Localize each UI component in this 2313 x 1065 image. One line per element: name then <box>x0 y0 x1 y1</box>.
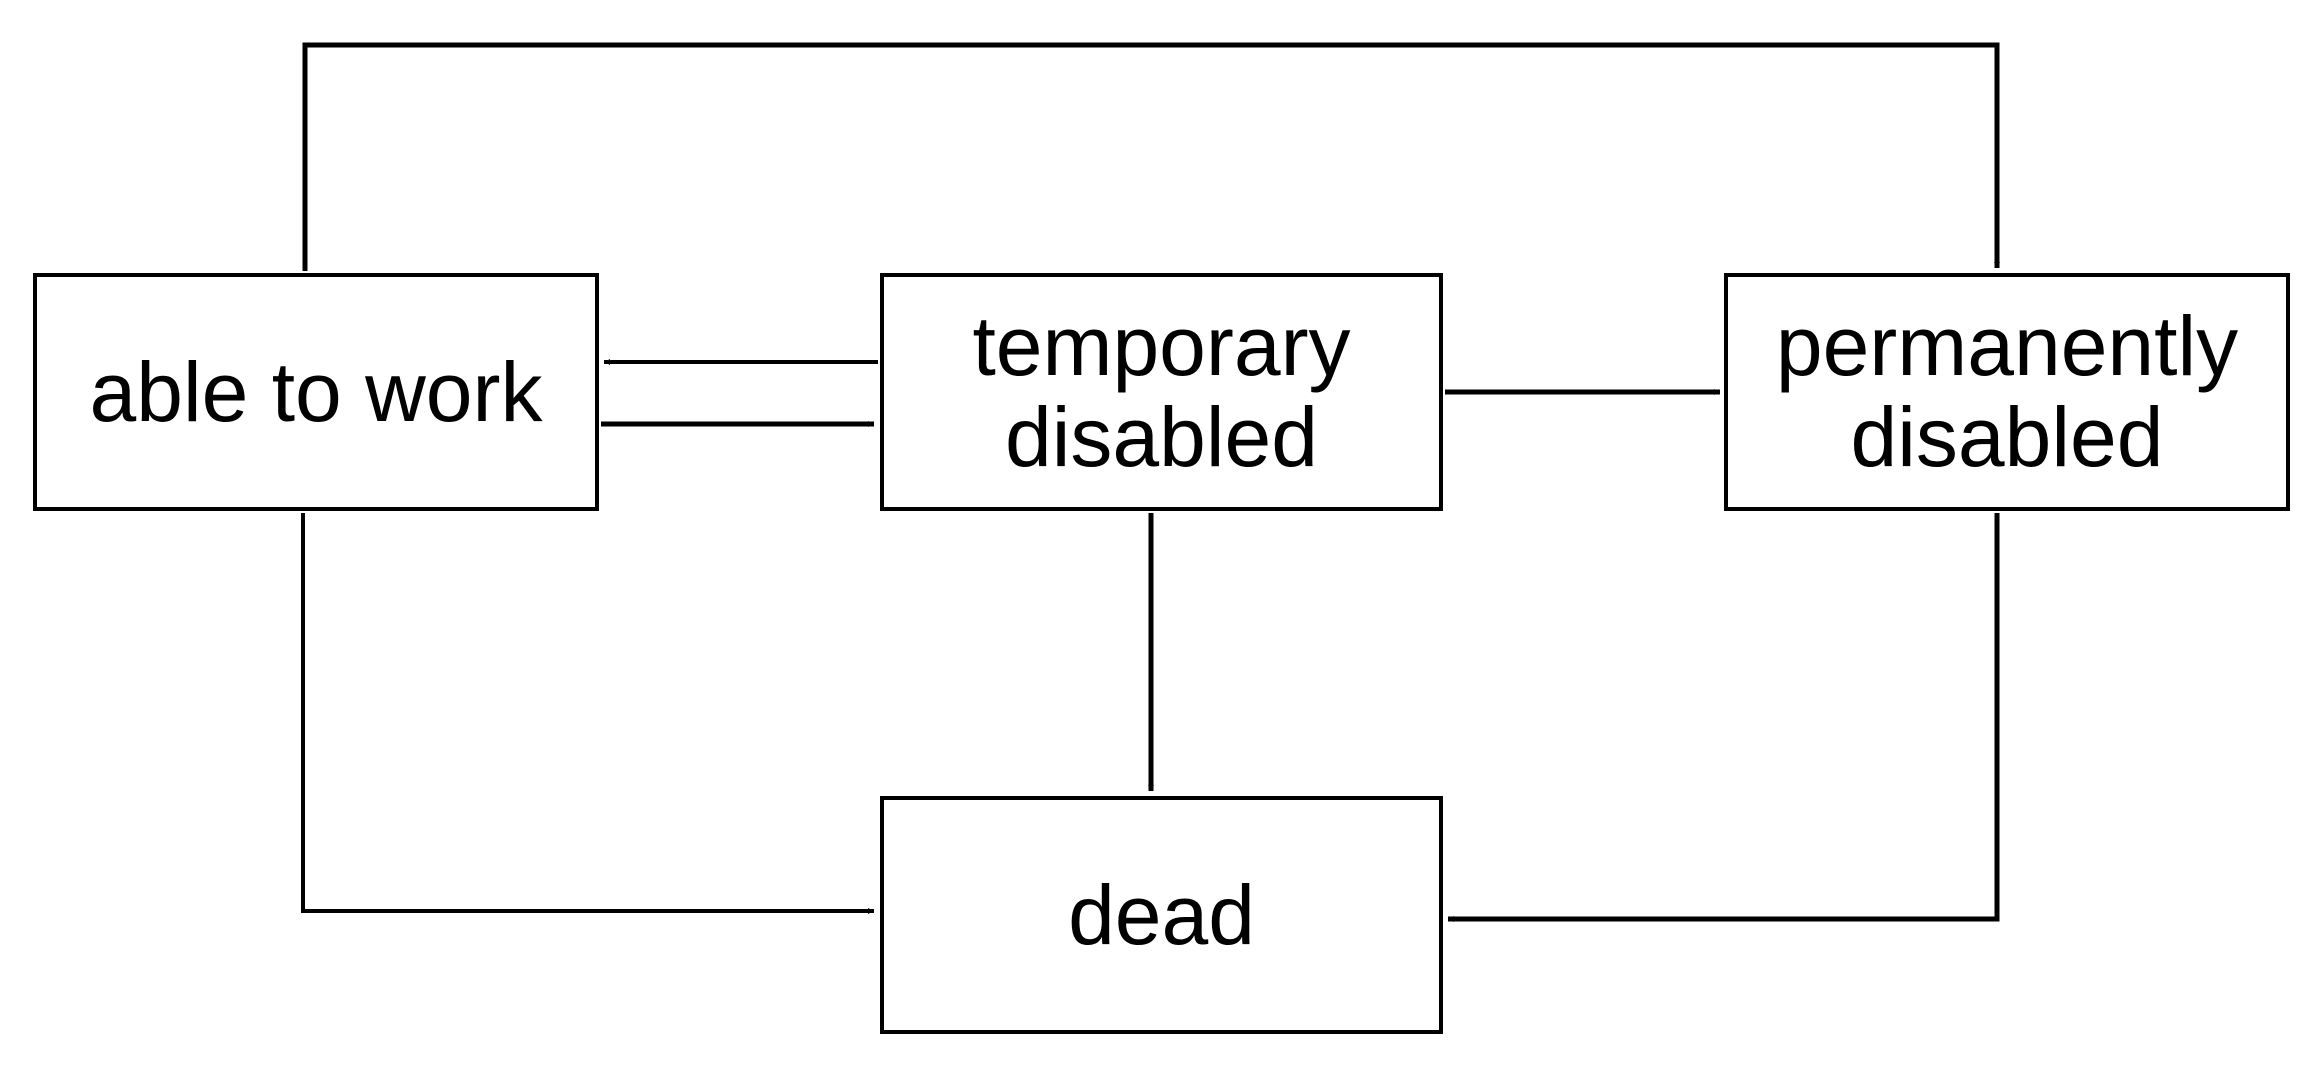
state-able-to-work: able to work <box>33 273 599 511</box>
state-permanently-disabled: permanently disabled <box>1724 273 2290 511</box>
state-dead: dead <box>880 796 1443 1034</box>
state-label: able to work <box>89 344 543 439</box>
state-label: permanently disabled <box>1775 299 2239 484</box>
state-label: dead <box>1068 867 1255 962</box>
arrow-able-to-perm <box>302 42 2000 271</box>
state-label: temporary disabled <box>972 299 1351 484</box>
state-temporary-disabled: temporary disabled <box>880 273 1443 511</box>
arrow-able-to-dead <box>301 513 874 914</box>
arrow-perm-to-dead <box>1448 513 2000 922</box>
